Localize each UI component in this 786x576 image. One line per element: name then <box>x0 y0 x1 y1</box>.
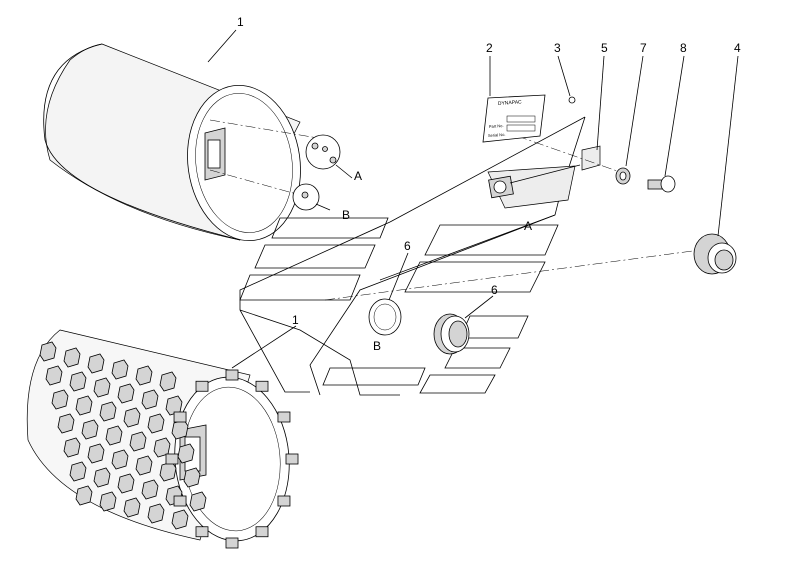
padfoot-lug <box>105 425 123 446</box>
padfoot-lug <box>45 365 63 386</box>
callout-item5: 5 <box>601 41 608 55</box>
padfoot-lug <box>69 461 87 482</box>
plate-brand: DYNAPAC <box>498 99 523 107</box>
padfoot-lug <box>135 455 153 476</box>
padfoot-lug <box>177 443 195 464</box>
padfoot-lug <box>87 353 105 374</box>
padfoot-drum <box>26 329 299 549</box>
padfoot-lug <box>171 509 189 530</box>
padfoot-lug <box>63 437 81 458</box>
padfoot-lug <box>147 503 165 524</box>
bolt <box>647 175 676 193</box>
detail-circle-a <box>305 134 353 179</box>
callout-item6-lower: 6 <box>491 283 498 297</box>
washer <box>615 167 631 185</box>
padfoot-rim-lug <box>195 526 209 538</box>
padfoot-lug <box>75 395 93 416</box>
padfoot-lug <box>63 347 81 368</box>
padfoot-lug <box>117 383 135 404</box>
callout-item4: 4 <box>734 41 741 55</box>
padfoot-lug <box>123 407 141 428</box>
detail-ref-a-drum: A <box>354 169 362 183</box>
callout-plate: 2 <box>486 41 493 55</box>
padfoot-lug <box>159 371 177 392</box>
padfoot-lug <box>183 467 201 488</box>
padfoot-lug <box>93 377 111 398</box>
padfoot-lug <box>39 341 57 362</box>
callout-drum-smooth: 1 <box>237 15 244 29</box>
padfoot-lug <box>129 431 147 452</box>
padfoot-lug <box>111 449 129 470</box>
padfoot-lug <box>171 419 189 440</box>
padfoot-lug <box>99 491 117 512</box>
padfoot-rim-lug <box>277 495 291 507</box>
padfoot-lug <box>51 389 69 410</box>
padfoot-lug <box>111 359 129 380</box>
frame-assembly <box>239 116 601 396</box>
callout-drum-padfoot: 1 <box>292 313 299 327</box>
padfoot-lug <box>99 401 117 422</box>
breather-plug <box>693 233 737 275</box>
padfoot-lug <box>159 461 177 482</box>
padfoot-lug <box>81 419 99 440</box>
detail-ref-b-drum: B <box>342 208 350 222</box>
padfoot-rim-lug <box>225 369 239 381</box>
padfoot-rim-lug <box>195 380 209 392</box>
padfoot-lug <box>93 467 111 488</box>
padfoot-lug <box>117 473 135 494</box>
padfoot-rim-lug <box>173 495 187 507</box>
padfoot-rim-lug <box>255 380 269 392</box>
callout-item3: 3 <box>554 41 561 55</box>
padfoot-rim-lug <box>173 411 187 423</box>
padfoot-rim-lug <box>165 453 179 465</box>
leader-lines <box>207 29 739 369</box>
detail-ref-b-frame: B <box>373 339 381 353</box>
bearing-hub-lower <box>433 313 470 355</box>
plate-line1: Part No. <box>489 123 504 129</box>
plate-line2: Serial No. <box>488 132 506 138</box>
detail-circle-b <box>292 183 331 211</box>
padfoot-lug <box>75 485 93 506</box>
rivet <box>568 96 576 104</box>
padfoot-lug <box>123 497 141 518</box>
padfoot-lug <box>87 443 105 464</box>
padfoot-rim-lug <box>225 537 239 549</box>
padfoot-rim-lug <box>277 411 291 423</box>
padfoot-lug <box>141 479 159 500</box>
padfoot-rim-lug <box>285 453 299 465</box>
padfoot-lug <box>135 365 153 386</box>
padfoot-lug <box>141 389 159 410</box>
bearing-ring-upper <box>368 298 402 336</box>
padfoot-lug <box>189 491 207 512</box>
padfoot-lug <box>147 413 165 434</box>
smooth-drum <box>43 43 331 242</box>
padfoot-rim-lug <box>255 526 269 538</box>
detail-ref-a-frame: A <box>524 219 532 233</box>
callout-item6-upper: 6 <box>404 239 411 253</box>
callout-item7: 7 <box>640 41 647 55</box>
padfoot-lug <box>69 371 87 392</box>
identification-plate: DYNAPAC Part No. Serial No. <box>482 94 546 143</box>
padfoot-lug <box>57 413 75 434</box>
callout-item8: 8 <box>680 41 687 55</box>
